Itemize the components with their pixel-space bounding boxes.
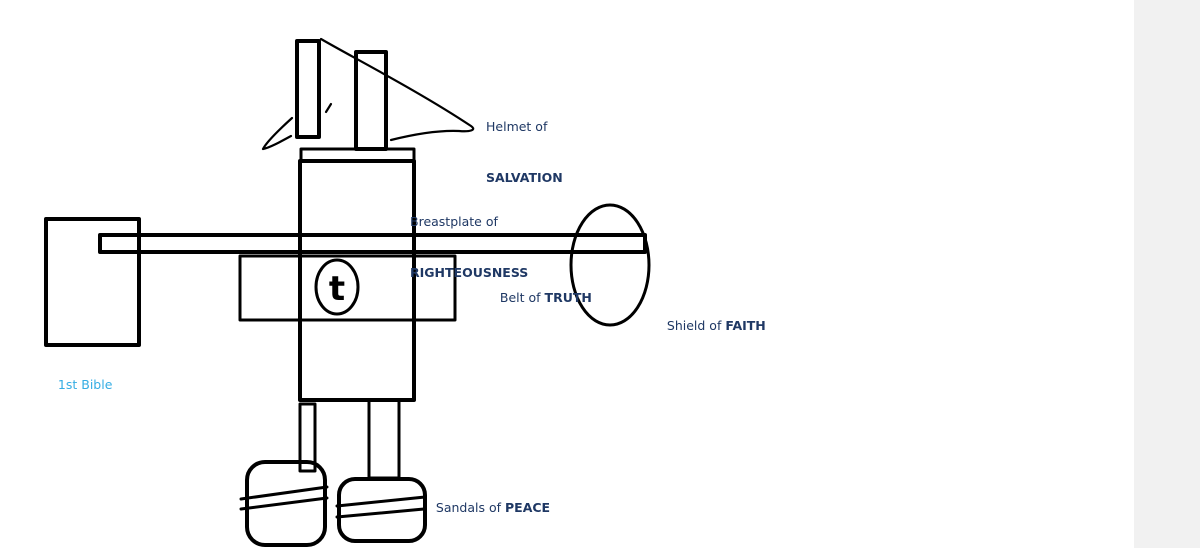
left-sandal: [245, 460, 327, 547]
belt-label-prefix: Belt of: [499, 290, 545, 305]
right-leg: [367, 398, 401, 480]
helmet-scribble-right: [319, 37, 475, 142]
belt-label: Belt of TRUTH: [484, 272, 592, 323]
arms-bar: [98, 233, 647, 254]
torso-breastplate: [298, 159, 416, 402]
belt-label-bold: TRUTH: [544, 290, 592, 305]
sandals-label-prefix: Sandals of: [435, 500, 505, 515]
sandals-label-bold: PEACE: [505, 500, 551, 515]
breastplate-label-line1: Breastplate of: [410, 214, 498, 229]
bible-book: [44, 217, 141, 347]
breastplate-label: Breastplate of RIGHTEOUSNESS: [410, 179, 528, 315]
right-sandal-straps: [335, 495, 427, 519]
helmet-label: Helmet of SALVATION: [486, 84, 563, 220]
left-leg: [298, 402, 317, 473]
shield: [569, 203, 651, 327]
left-sandal-straps: [239, 485, 329, 511]
shield-label-bold: FAITH: [725, 318, 766, 333]
canvas-right-margin: [1134, 0, 1200, 548]
belt-band: [238, 254, 457, 322]
cross-letter: t: [329, 269, 345, 309]
shield-label: Shield of FAITH: [651, 300, 766, 351]
bible-label-text: 1st Bible: [57, 377, 113, 392]
helmet-label-line1: Helmet of: [486, 119, 548, 134]
sandals-label: Sandals of PEACE: [420, 482, 550, 533]
helmet-scribble-left: [261, 116, 294, 151]
cross-circle: [314, 258, 360, 316]
breastplate-label-line2: RIGHTEOUSNESS: [410, 265, 529, 280]
helmet-scribble-tick: [324, 102, 333, 114]
bible-label: 1st Bible: [42, 359, 113, 410]
helmet-label-line2: SALVATION: [486, 170, 563, 185]
shield-label-prefix: Shield of: [666, 318, 726, 333]
helmet-plume-left: [295, 39, 321, 139]
